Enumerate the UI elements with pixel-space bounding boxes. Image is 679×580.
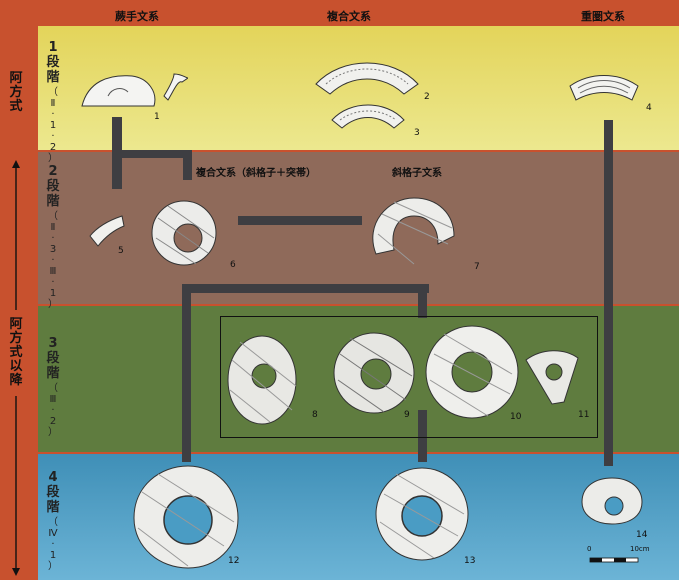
artifact-8-drawing xyxy=(227,335,297,425)
connector-h2 xyxy=(238,216,362,225)
label-12: 12 xyxy=(228,556,240,566)
column-warabite: 蕨手文系 xyxy=(115,10,159,23)
era-abikata-after: 阿方式以降 xyxy=(9,317,23,388)
label-13: 13 xyxy=(464,556,476,566)
stage-2-band xyxy=(38,152,679,304)
artifact-13-drawing xyxy=(375,467,469,561)
label-4: 4 xyxy=(646,103,652,113)
subheading-fukugo-totai: 複合文系（斜格子＋突帯） xyxy=(196,168,316,179)
scale-bar xyxy=(589,557,639,563)
connector-h1 xyxy=(112,150,192,158)
connector-v4 xyxy=(418,284,427,318)
connector-v3 xyxy=(182,284,191,462)
scale-start-label: 0 xyxy=(587,545,592,553)
artifact-2-drawing xyxy=(315,62,419,95)
artifact-11-drawing xyxy=(525,350,579,405)
label-5: 5 xyxy=(118,246,124,256)
era-abikata: 阿方式 xyxy=(9,71,23,114)
label-11: 11 xyxy=(578,410,590,420)
era-down-arrow xyxy=(12,396,20,576)
label-6: 6 xyxy=(230,260,236,270)
artifact-4-drawing xyxy=(569,75,639,101)
artifact-3-drawing xyxy=(331,104,405,129)
artifact-5-drawing xyxy=(89,215,125,247)
label-8: 8 xyxy=(312,410,318,420)
artifact-14-drawing xyxy=(581,477,643,525)
label-7: 7 xyxy=(474,262,480,272)
label-10: 10 xyxy=(510,412,522,422)
label-3: 3 xyxy=(414,128,420,138)
label-14: 14 xyxy=(636,530,648,540)
label-2: 2 xyxy=(424,92,430,102)
artifact-1-drawing xyxy=(81,73,188,107)
label-1: 1 xyxy=(154,112,160,122)
artifact-10-drawing xyxy=(425,325,519,419)
artifact-7-drawing xyxy=(372,197,455,265)
scale-end-label: 10cm xyxy=(630,545,650,553)
column-jyuken: 重圏文系 xyxy=(581,10,625,23)
era-up-arrow xyxy=(12,160,20,310)
artifact-12-drawing xyxy=(133,465,239,569)
artifact-6-drawing xyxy=(151,200,217,266)
subheading-shakoshi: 斜格子文系 xyxy=(392,168,442,179)
artifact-9-drawing xyxy=(333,332,415,414)
connector-v6 xyxy=(604,120,613,466)
connector-h3 xyxy=(182,284,429,293)
stage-3-group-box xyxy=(220,316,598,438)
connector-v5 xyxy=(418,410,427,462)
column-fukugo: 複合文系 xyxy=(327,10,371,23)
connector-v2 xyxy=(183,150,192,180)
label-9: 9 xyxy=(404,410,410,420)
